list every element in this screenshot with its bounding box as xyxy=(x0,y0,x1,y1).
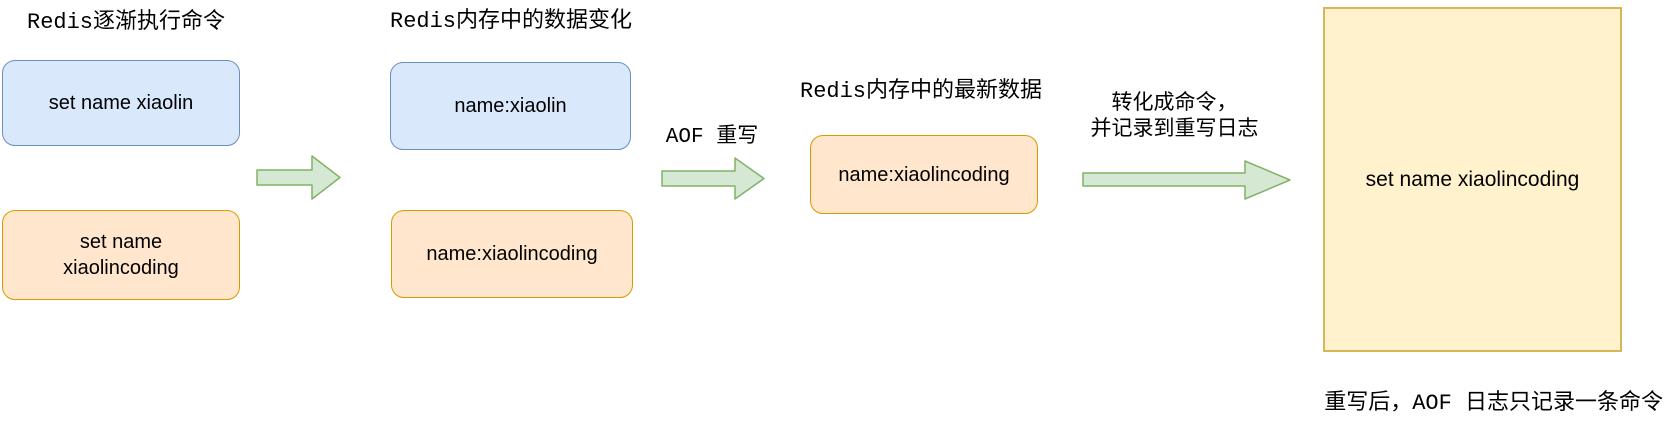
stage1-title: Redis逐渐执行命令 xyxy=(27,10,226,35)
node-latest-name-xiaolincoding-label: name:xiaolincoding xyxy=(838,163,1010,186)
aof-log-box: set name xiaolincoding xyxy=(1323,7,1622,352)
aof-log-box-label: set name xiaolincoding xyxy=(1365,167,1580,191)
rewrite-result-caption: 重写后，AOF 日志只记录一条命令 xyxy=(1324,391,1663,416)
node-name-xiaolin-label: name:xiaolin xyxy=(454,95,567,117)
convert-to-command-label: 转化成命令， 并记录到重写日志 xyxy=(1052,90,1297,142)
node-set-name-xiaolin-label: set name xiaolin xyxy=(48,92,194,114)
flow-arrow-3-icon xyxy=(1082,160,1291,200)
convert-to-command-label-line2: 并记录到重写日志 xyxy=(1090,117,1259,140)
convert-to-command-label-line1: 转化成命令， xyxy=(1111,91,1238,114)
node-name-xiaolin: name:xiaolin xyxy=(390,62,631,150)
node-set-name-xiaolincoding-label: set name xiaolincoding xyxy=(63,231,179,279)
stage2-title: Redis内存中的数据变化 xyxy=(390,9,633,34)
aof-rewrite-label: AOF 重写 xyxy=(665,126,759,149)
node-name-xiaolincoding-label: name:xiaolincoding xyxy=(426,243,598,265)
stage3-title: Redis内存中的最新数据 xyxy=(800,79,1043,104)
flow-arrow-2-icon xyxy=(661,157,765,200)
node-set-name-xiaolincoding: set name xiaolincoding xyxy=(2,210,240,300)
node-set-name-xiaolin: set name xiaolin xyxy=(2,60,240,146)
flow-arrow-1-icon xyxy=(256,155,341,200)
node-name-xiaolincoding: name:xiaolincoding xyxy=(391,210,633,298)
node-latest-name-xiaolincoding: name:xiaolincoding xyxy=(810,135,1038,214)
